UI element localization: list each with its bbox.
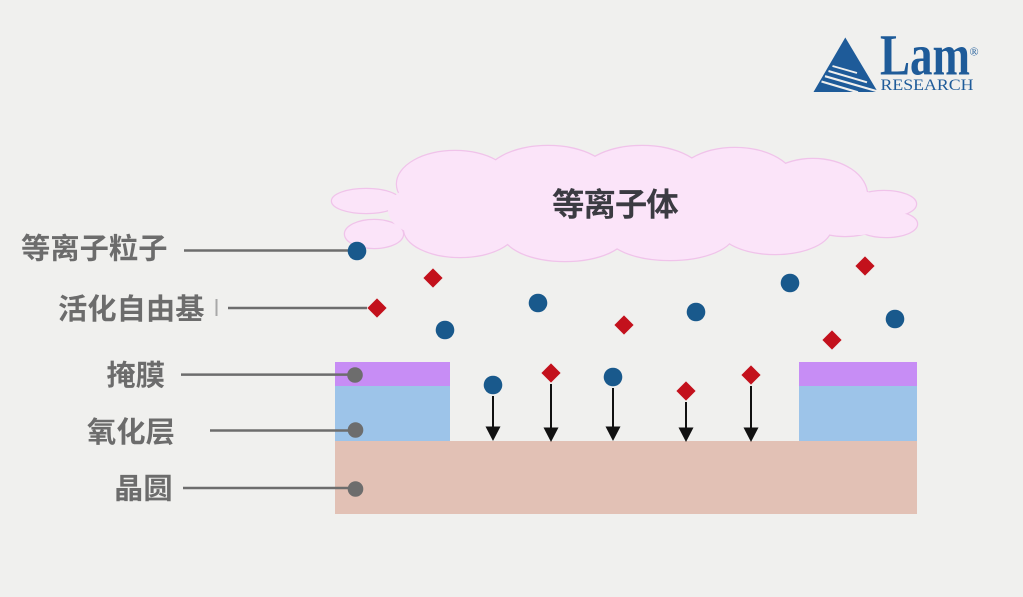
- svg-text:Lam: Lam: [880, 23, 970, 88]
- svg-text:®: ®: [970, 45, 979, 59]
- svg-text:RESEARCH: RESEARCH: [881, 77, 974, 94]
